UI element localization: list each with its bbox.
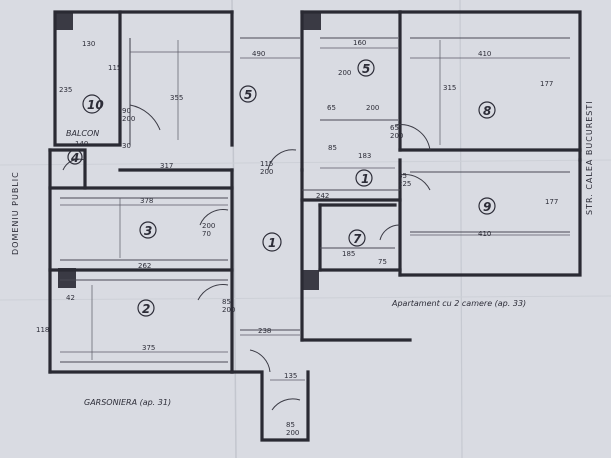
room-label: 4 (70, 151, 79, 165)
dimension-label: 200 (202, 222, 215, 230)
doors (62, 104, 431, 411)
dimension-lines (60, 40, 570, 381)
dimension-label: 490 (252, 50, 265, 58)
dimension-label: 115 (108, 64, 121, 72)
chimney-block-left (58, 268, 76, 288)
dimension-label: 183 (358, 152, 371, 160)
studio-caption: GARSONIERA (ap. 31) (84, 398, 171, 407)
dimension-label: 200 (286, 429, 299, 437)
dimension-label: 115 (260, 160, 273, 168)
dimension-label: 242 (316, 192, 329, 200)
room-label: 5 (244, 88, 252, 102)
dimension-label: 85 (398, 172, 407, 180)
dimension-label: 238 (258, 327, 271, 335)
dimension-label: 317 (160, 162, 173, 170)
dimension-label: 375 (142, 344, 155, 352)
dimension-label: 90 (122, 107, 131, 115)
room-label: 3 (144, 224, 152, 238)
dimension-labels: 130 115 235 90 200 355 140 30 317 490 11… (36, 39, 558, 437)
dimension-label: 200 (338, 69, 351, 77)
dimension-label: 85 (286, 421, 295, 429)
dimension-label: 235 (59, 86, 72, 94)
dimension-label: 355 (170, 94, 183, 102)
chimney-block-top-middle (303, 12, 321, 30)
chimney-block-top-left (55, 12, 73, 30)
room-label: 2 (142, 302, 150, 316)
room-label: 8 (483, 104, 491, 118)
dimension-label: 177 (545, 198, 558, 206)
dimension-label: 30 (122, 142, 131, 150)
dimension-label: 135 (284, 372, 297, 380)
dimension-label: 140 (75, 140, 88, 148)
dimension-label: 85 (222, 298, 231, 306)
dimension-label: 185 (342, 250, 355, 258)
chimney-block-middle (303, 270, 319, 290)
street-label-right: STR. CALEA BUCURESTI (585, 100, 594, 215)
dimension-label: 200 (222, 306, 235, 314)
dimension-label: 118 (36, 326, 49, 334)
dimension-label: 65 (327, 104, 336, 112)
interior-lines (60, 37, 570, 363)
dimension-label: 85 (328, 144, 337, 152)
dimension-label: 70 (202, 230, 211, 238)
dimension-label: 200 (366, 104, 379, 112)
room-label: 7 (353, 232, 362, 246)
dimension-label: 65 (390, 124, 399, 132)
room-labels: 10 5 5 8 4 1 9 3 1 7 2 (67, 59, 496, 317)
apartment-caption: Apartament cu 2 camere (ap. 33) (391, 299, 526, 308)
room-label: 5 (362, 62, 370, 76)
dimension-label: 315 (443, 84, 456, 92)
dimension-label: 200 (260, 168, 273, 176)
dimension-label: 200 (122, 115, 135, 123)
dimension-label: 42 (66, 294, 75, 302)
walls (48, 10, 582, 442)
dimension-label: 225 (398, 180, 411, 188)
room-label: 9 (483, 200, 491, 214)
dimension-label: 75 (378, 258, 387, 266)
dimension-label: 160 (353, 39, 366, 47)
street-label-left: DOMENIU PUBLIC (11, 171, 20, 255)
room-label: 1 (361, 172, 369, 186)
dimension-label: 262 (138, 262, 151, 270)
dimension-label: 410 (478, 230, 491, 238)
dimension-label: 410 (478, 50, 491, 58)
room-label: 1 (268, 236, 276, 250)
dimension-label: 130 (82, 40, 95, 48)
dimension-label: 200 (390, 132, 403, 140)
dimension-label: 177 (540, 80, 553, 88)
room-label: 10 (87, 98, 104, 112)
balcony-label: BALCON (66, 129, 99, 138)
dimension-label: 378 (140, 197, 153, 205)
